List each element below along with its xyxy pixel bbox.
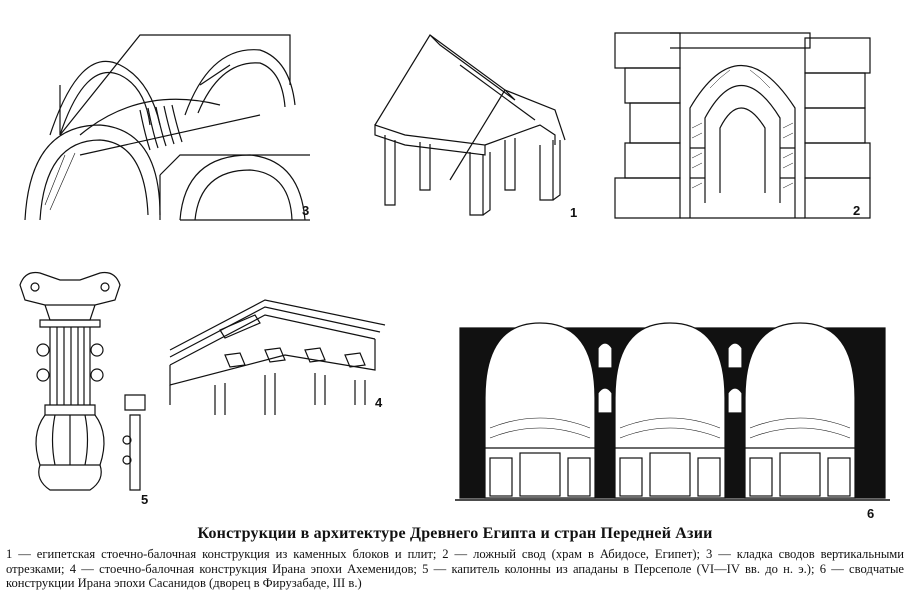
plate-title: Конструкции в архитектуре Древнего Египт… xyxy=(197,525,713,542)
figure-2-false-vault: 2 xyxy=(610,28,875,228)
figure-1-post-and-beam: 1 xyxy=(365,30,595,220)
figure-5-number: 5 xyxy=(141,492,149,507)
figure-2-number: 2 xyxy=(853,203,861,218)
plate-caption: 1 — египетская стоечно-балочная конструк… xyxy=(6,547,904,590)
figure-5-column-capital: 5 xyxy=(15,265,165,507)
figure-3-vault-masonry: 3 xyxy=(20,25,320,225)
figure-4-number: 4 xyxy=(375,395,383,410)
figure-4-achaemenid-post-and-beam: 4 xyxy=(165,295,395,420)
figure-6-number: 6 xyxy=(867,506,875,521)
figure-6-sassanid-vaults: 6 xyxy=(455,318,890,521)
figure-1-number: 1 xyxy=(570,205,578,220)
figure-3-number: 3 xyxy=(302,203,310,218)
